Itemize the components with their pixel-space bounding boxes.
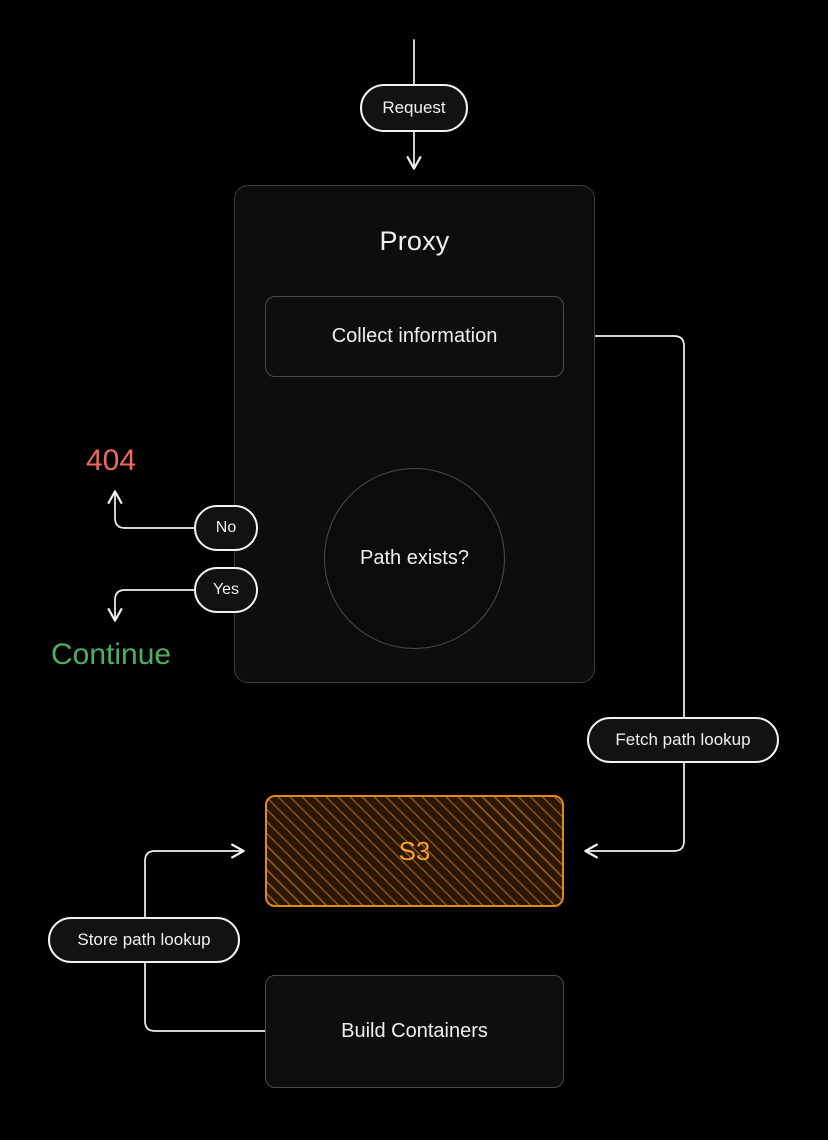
node-request[interactable]: Request: [360, 84, 468, 132]
node-request-label: Request: [382, 98, 446, 117]
node-build-containers-label: Build Containers: [341, 1020, 488, 1042]
node-s3-storage[interactable]: S3: [265, 795, 564, 907]
edge-label-store-path-lookup-text: Store path lookup: [77, 930, 211, 949]
branch-no[interactable]: No: [194, 505, 258, 551]
branch-yes[interactable]: Yes: [194, 567, 258, 613]
edge-label-fetch-path-lookup[interactable]: Fetch path lookup: [587, 717, 779, 763]
node-path-exists-decision[interactable]: Path exists?: [324, 468, 505, 649]
branch-no-label: No: [215, 519, 237, 536]
edge-no-to-404: [107, 490, 196, 529]
node-s3-label: S3: [398, 835, 431, 866]
proxy-group-title: Proxy: [379, 226, 450, 256]
edge-label-fetch-path-lookup-text: Fetch path lookup: [615, 730, 751, 749]
edge-label-store-path-lookup[interactable]: Store path lookup: [48, 917, 240, 963]
edge-yes-to-continue: [107, 589, 196, 622]
branch-yes-label: Yes: [212, 581, 240, 598]
node-path-exists-label: Path exists?: [360, 547, 469, 569]
node-collect-information[interactable]: Collect information: [265, 296, 564, 377]
label-continue: Continue: [51, 638, 172, 671]
node-build-containers[interactable]: Build Containers: [265, 975, 564, 1088]
label-404: 404: [86, 444, 137, 477]
node-collect-information-label: Collect information: [331, 325, 498, 347]
